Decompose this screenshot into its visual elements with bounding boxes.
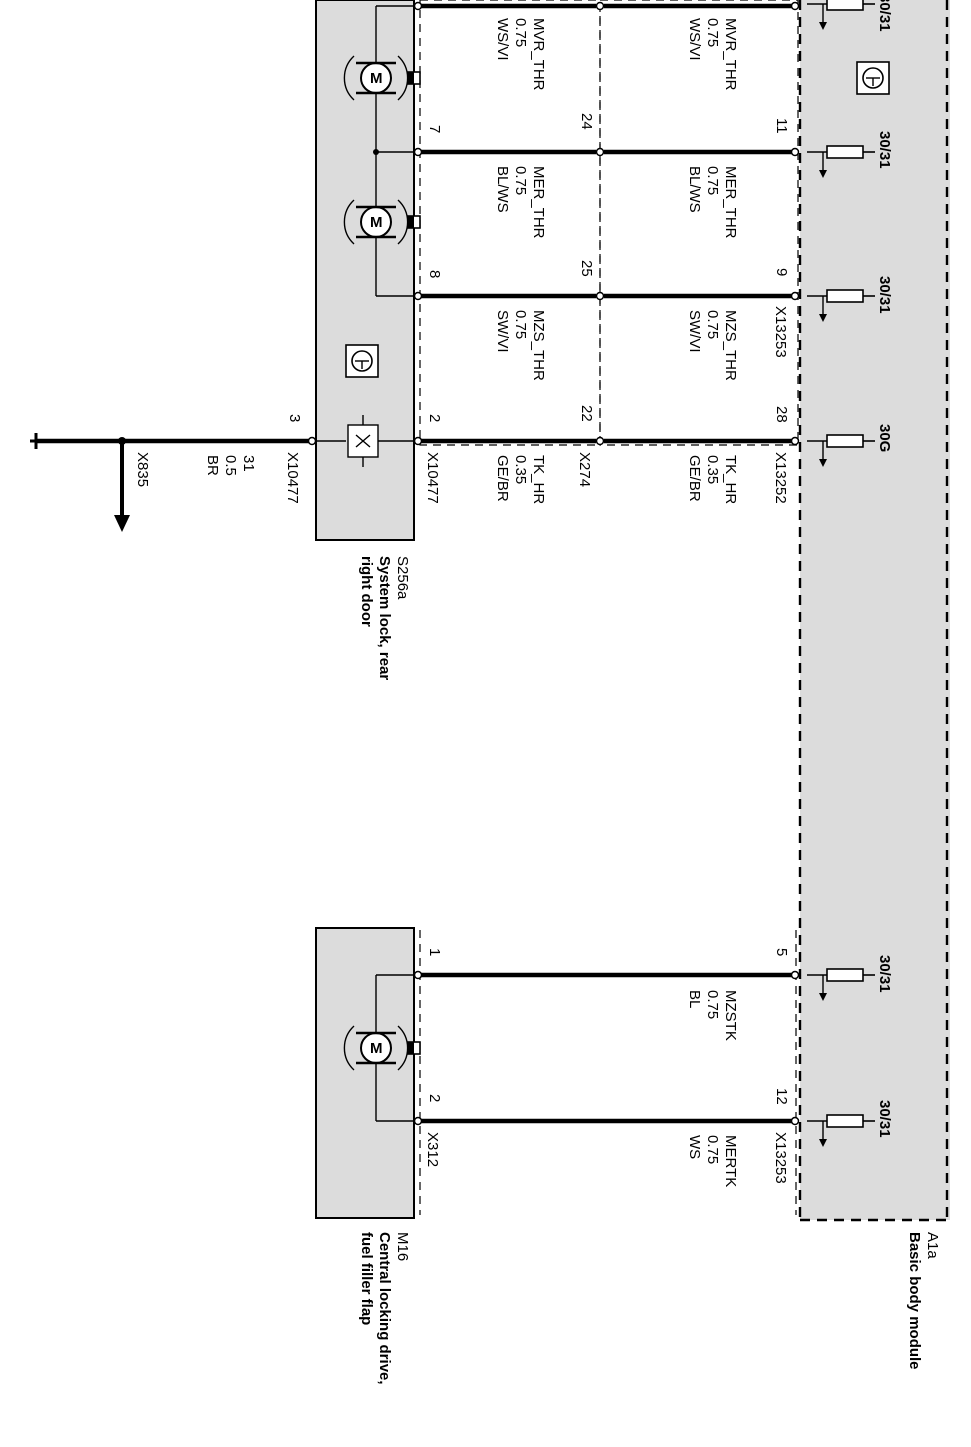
connector-code: X274 xyxy=(576,452,593,487)
wire-color: WS xyxy=(686,1135,703,1159)
wires xyxy=(36,3,792,1124)
pin-number: 2 xyxy=(426,414,443,422)
wire-gauge: 0.75 xyxy=(704,166,721,195)
fuse-label: 30/31 xyxy=(876,0,893,32)
system-lock-component xyxy=(315,0,415,541)
motor-letter: M xyxy=(370,1040,383,1057)
fuel-flap-drive-component xyxy=(315,927,415,1219)
pin-number: 11 xyxy=(773,118,790,134)
x835-branch xyxy=(114,437,130,532)
wire-name: MER_THR xyxy=(722,166,739,239)
connector-code: X312 xyxy=(424,1132,441,1167)
wire-gauge: 0.75 xyxy=(512,310,529,339)
control-unit-icon xyxy=(856,61,890,95)
fuse-label: 30/31 xyxy=(876,131,893,169)
wire-name: MZSTK xyxy=(722,990,739,1041)
wire-color: BL xyxy=(686,990,703,1008)
wire-name: MZS_THR xyxy=(722,310,739,381)
component-code: S256a xyxy=(394,556,411,600)
pin-number: 3 xyxy=(286,414,303,422)
connector-code: X10477 xyxy=(284,452,301,504)
pin-number: 28 xyxy=(773,406,790,423)
pin-number: 22 xyxy=(578,405,595,422)
wire-name: MZS_THR xyxy=(530,310,547,381)
wire-gauge: 0.75 xyxy=(512,18,529,47)
fuse-label: 30G xyxy=(876,424,893,452)
wire-color: GE/BR xyxy=(686,455,703,502)
wire-color: BL/WS xyxy=(686,166,703,213)
pin-number: 12 xyxy=(773,1088,790,1105)
wire-name: MVR_THR xyxy=(722,18,739,91)
component-name: System lock, rear xyxy=(376,556,393,680)
wire-color: BL/WS xyxy=(494,166,511,213)
connector-code: X13253 xyxy=(772,1132,789,1184)
component-name: right door xyxy=(358,556,375,627)
wire-name: MVR_THR xyxy=(530,18,547,91)
motor-letter: M xyxy=(370,70,383,87)
connector-x274-enclosure xyxy=(419,0,799,446)
wire-gauge: 0.75 xyxy=(704,310,721,339)
component-name: Central locking drive, xyxy=(376,1232,393,1385)
wire-name: MERTK xyxy=(722,1135,739,1187)
connector-code: X13253 xyxy=(772,306,789,358)
connector-code: X835 xyxy=(134,452,151,487)
wire-gauge: 0.75 xyxy=(512,166,529,195)
pin-number: 2 xyxy=(426,1094,443,1102)
module-code: A1a xyxy=(924,1232,941,1259)
pin-number: 24 xyxy=(578,113,595,130)
wire-name: TK_HR xyxy=(722,455,739,504)
pin-number: 25 xyxy=(578,260,595,277)
wire-color: SW/VI xyxy=(686,310,703,353)
module-name: Basic body module xyxy=(906,1232,923,1370)
pin-number: 8 xyxy=(426,270,443,278)
connector-code: X13252 xyxy=(772,452,789,504)
wire-gauge: 0.5 xyxy=(222,455,239,476)
pin-number: 5 xyxy=(773,948,790,956)
pin-number: 9 xyxy=(773,268,790,276)
wire-color: WS/VI xyxy=(494,18,511,61)
fuse-label: 30/31 xyxy=(876,955,893,993)
wire-gauge: 0.35 xyxy=(704,455,721,484)
wire-color: GE/BR xyxy=(494,455,511,502)
wire-color: SW/VI xyxy=(494,310,511,353)
pin-number: 7 xyxy=(426,125,443,133)
wire-gauge: 0.75 xyxy=(704,18,721,47)
wire-gauge: 0.75 xyxy=(704,990,721,1019)
component-code: M16 xyxy=(394,1232,411,1261)
basic-body-module xyxy=(798,0,950,1222)
wire-gauge: 0.35 xyxy=(512,455,529,484)
connector-code: X10477 xyxy=(424,452,441,504)
motor-letter: M xyxy=(370,214,383,231)
pin-number: 1 xyxy=(426,948,443,956)
fuse-label: 30/31 xyxy=(876,276,893,314)
pin-terminals xyxy=(307,1,800,1126)
wire-color: WS/VI xyxy=(686,18,703,61)
ground-symbol xyxy=(30,433,38,449)
fuse-label: 30/31 xyxy=(876,1100,893,1138)
wire-color: BR xyxy=(204,455,221,476)
wire-name: 31 xyxy=(240,455,257,472)
wire-name: MER_THR xyxy=(530,166,547,239)
wire-gauge: 0.75 xyxy=(704,1135,721,1164)
wire-name: TK_HR xyxy=(530,455,547,504)
component-name: fuel filler flap xyxy=(358,1232,375,1325)
